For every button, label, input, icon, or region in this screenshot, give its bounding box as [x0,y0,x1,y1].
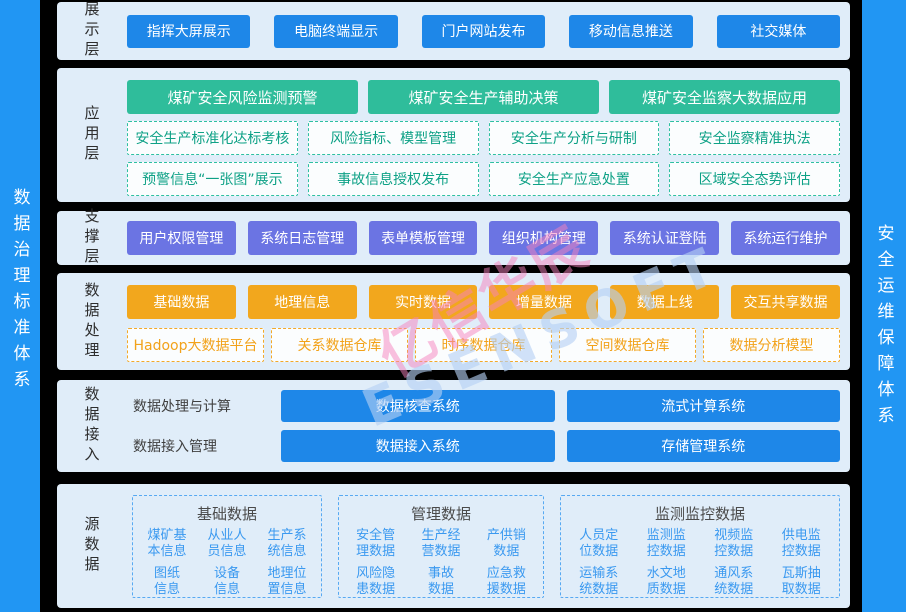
layer-display: 展示层 指挥大屏展示 电脑终端显示 门户网站发布 移动信息推送 社交媒体 [57,1,850,61]
left-sidebar-label: 数据治理标准体系 [9,188,30,396]
right-sidebar-label: 安全运维保障体系 [873,224,894,432]
btn-interactive-shared-data[interactable]: 交互共享数据 [731,285,840,319]
btn-incremental-data[interactable]: 增量数据 [489,285,599,319]
layer-label-source-data: 源数据 [82,516,101,576]
btn-system-log[interactable]: 系统日志管理 [247,221,357,255]
layer-label-display: 展示层 [82,1,101,61]
source-group-title: 管理数据 [410,505,471,523]
layer-label-data-processing: 数据处理 [82,281,101,362]
box-emergency-response: 安全生产应急处置 [488,162,660,196]
btn-command-screen-display[interactable]: 指挥大屏展示 [127,14,251,48]
source-item-hydrogeology-data: 水文地 质数据 [646,565,686,597]
source-item-power-monitoring-data: 供电监 控数据 [781,528,821,560]
btn-data-access-system[interactable]: 数据接入系统 [281,430,555,462]
layer-application: 应用层 煤矿安全风险监测预警 煤矿安全生产辅助决策 煤矿安全监察大数据应用 安全… [57,68,850,202]
layer-label-application: 应用层 [82,105,101,165]
box-spatial-warehouse: 空间数据仓库 [559,328,696,362]
left-sidebar: 数据治理标准体系 [0,0,40,612]
box-timeseries-warehouse: 时序数据仓库 [415,328,552,362]
btn-portal-site-publish[interactable]: 门户网站发布 [421,14,546,48]
source-item-production-system-info: 生产系 统信息 [267,528,307,560]
btn-basic-data[interactable]: 基础数据 [127,285,236,319]
source-group-basic: 基础数据 煤矿基 本信息 从业人 员信息 生产系 统信息 图纸 信息 设备 信息… [132,495,322,598]
box-risk-indicator-model: 风险指标、模型管理 [307,121,479,155]
layer-label-data-access: 数据接入 [82,386,101,466]
btn-risk-monitor-warning[interactable]: 煤矿安全风险监测预警 [127,80,358,114]
btn-pc-terminal-display[interactable]: 电脑终端显示 [274,14,398,48]
btn-storage-management-system[interactable]: 存储管理系统 [566,430,840,462]
access-row-label-processing: 数据处理与计算 [133,399,231,415]
btn-data-online[interactable]: 数据上线 [610,285,720,319]
source-item-geo-location-info: 地理位 置信息 [267,565,307,597]
source-item-supply-sales-data: 产供销 数据 [486,528,526,560]
btn-realtime-data[interactable]: 实时数据 [368,285,478,319]
btn-geo-info[interactable]: 地理信息 [247,285,357,319]
source-item-equipment-info: 设备 信息 [213,565,240,597]
source-item-ventilation-system-data: 通风系 统数据 [714,565,754,597]
btn-org-structure[interactable]: 组织机构管理 [489,221,599,255]
box-production-analysis: 安全生产分析与研制 [488,121,660,155]
layer-data-processing: 数据处理 基础数据 地理信息 实时数据 增量数据 数据上线 交互共享数据 Had… [57,273,850,370]
box-precise-law-enforcement: 安全监察精准执法 [669,121,840,155]
source-item-gas-extraction-data: 瓦斯抽 取数据 [781,565,821,597]
source-item-personnel-location-data: 人员定 位数据 [579,528,619,560]
source-item-risk-hazard-data: 风险隐 患数据 [356,565,396,597]
btn-mobile-info-push[interactable]: 移动信息推送 [569,14,693,48]
box-accident-info-release: 事故信息授权发布 [307,162,479,196]
source-item-employee-info: 从业人 员信息 [207,528,247,560]
source-item-drawing-info: 图纸 信息 [153,565,180,597]
box-hadoop-platform: Hadoop大数据平台 [127,328,264,362]
box-warning-one-map: 预警信息“一张图”展示 [127,162,298,196]
btn-data-check-system[interactable]: 数据核查系统 [281,390,555,422]
source-group-management: 管理数据 安全管 理数据 生产经 营数据 产供销 数据 风险隐 患数据 事故 数… [338,495,544,598]
box-standardization-assessment: 安全生产标准化达标考核 [127,121,298,155]
btn-production-decision-support[interactable]: 煤矿安全生产辅助决策 [368,80,599,114]
source-item-monitoring-data: 监测监 控数据 [646,528,686,560]
btn-stream-computing-system[interactable]: 流式计算系统 [566,390,840,422]
source-item-transport-system-data: 运输系 统数据 [579,565,619,597]
source-item-emergency-rescue-data: 应急救 援数据 [486,565,526,597]
access-row-label-management: 数据接入管理 [133,439,217,455]
source-item-mine-basic-info: 煤矿基 本信息 [147,528,187,560]
layer-source-data: 源数据 基础数据 煤矿基 本信息 从业人 员信息 生产系 统信息 图纸 信息 设… [57,484,850,608]
box-analysis-model: 数据分析模型 [703,328,840,362]
box-relational-warehouse: 关系数据仓库 [271,328,408,362]
source-group-monitoring: 监测监控数据 人员定 位数据 监测监 控数据 视频监 控数据 供电监 控数据 运… [560,495,840,598]
source-item-safety-management-data: 安全管 理数据 [356,528,396,560]
btn-system-maintenance[interactable]: 系统运行维护 [731,221,840,255]
source-item-video-surveillance-data: 视频监 控数据 [714,528,754,560]
layer-data-access: 数据接入 数据处理与计算 数据核查系统 流式计算系统 数据接入管理 数据接入系统… [57,380,850,472]
btn-form-template[interactable]: 表单模板管理 [368,221,478,255]
btn-social-media[interactable]: 社交媒体 [716,14,841,48]
source-group-title: 监测监控数据 [654,505,745,523]
box-regional-security-assessment: 区域安全态势评估 [669,162,840,196]
layer-support: 支撑层 用户权限管理 系统日志管理 表单模板管理 组织机构管理 系统认证登陆 系… [57,208,850,268]
btn-supervision-bigdata-app[interactable]: 煤矿安全监察大数据应用 [609,80,840,114]
btn-auth-login[interactable]: 系统认证登陆 [610,221,720,255]
source-group-title: 基础数据 [196,505,257,523]
source-item-production-operation-data: 生产经 营数据 [421,528,461,560]
btn-user-permission[interactable]: 用户权限管理 [127,221,236,255]
right-sidebar: 安全运维保障体系 [862,0,906,612]
source-item-accident-data: 事故 数据 [427,565,454,597]
layer-label-support: 支撑层 [82,208,101,268]
